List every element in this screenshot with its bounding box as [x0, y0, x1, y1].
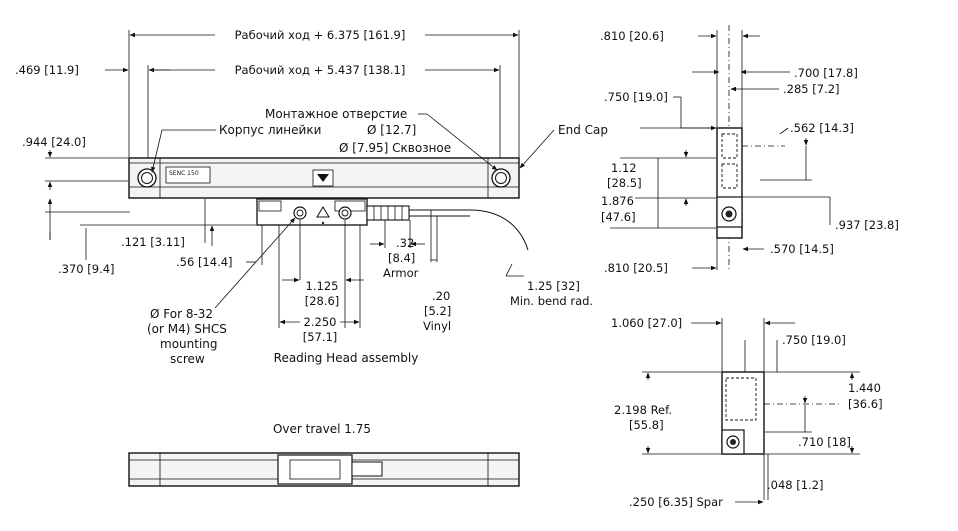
- d810-bot: .810 [20.5]: [604, 261, 668, 275]
- d1440: 1.440: [848, 381, 881, 395]
- dim-1125-mm: [28.6]: [305, 294, 340, 308]
- hole-dia-large: Ø [12.7]: [367, 123, 416, 137]
- d1060: 1.060 [27.0]: [611, 316, 682, 330]
- mount-hole-title: Монтажное отверстие: [265, 107, 407, 121]
- vinyl-mm: [5.2]: [424, 304, 451, 318]
- dim-121: .121 [3.11]: [121, 235, 185, 249]
- screw-note-1: Ø For 8-32: [150, 307, 213, 321]
- end-view-top: .810 [20.6] .700 [17.8] .750 [19.0] .285…: [600, 25, 899, 275]
- bend-label: Min. bend rad.: [510, 294, 593, 308]
- top-view: Рабочий ход + 6.375 [161.9] Рабочий ход …: [15, 28, 608, 366]
- armor-dim: .32: [396, 236, 414, 250]
- d2198-mm: [55.8]: [629, 418, 664, 432]
- vinyl-label: Vinyl: [423, 319, 451, 333]
- armor-label: Armor: [383, 266, 419, 280]
- d1876-mm: [47.6]: [601, 210, 636, 224]
- d750-b: .750 [19.0]: [782, 333, 846, 347]
- screw-note-4: screw: [170, 352, 205, 366]
- hole-dia-small: Ø [7.95] Сквозное: [339, 141, 451, 155]
- height-944-dim: .944 [24.0]: [22, 135, 86, 149]
- scale-marking: SENC 150: [169, 170, 199, 177]
- d810-top: .810 [20.6]: [600, 29, 664, 43]
- d937: .937 [23.8]: [835, 218, 899, 232]
- d2198: 2.198 Ref.: [614, 403, 672, 417]
- d710: .710 [18]: [798, 435, 851, 449]
- dim-1125: 1.125: [306, 279, 339, 293]
- bend-dim: 1.25 [32]: [527, 279, 580, 293]
- d112-mm: [28.5]: [607, 176, 642, 190]
- scale-label-plate: [165, 166, 211, 184]
- dim-2250: 2.250: [304, 315, 337, 329]
- d250: .250 [6.35] Spar: [629, 495, 723, 509]
- d285: .285 [7.2]: [783, 82, 840, 96]
- mounting-hole-right: [491, 168, 511, 188]
- screw-note-2: (or M4) SHCS: [147, 322, 227, 336]
- reading-head-caption: Reading Head assembly: [274, 351, 419, 365]
- left-offset-dim: .469 [11.9]: [15, 63, 79, 77]
- dim-370: .370 [9.4]: [58, 262, 115, 276]
- scale-body-label: Корпус линейки: [219, 123, 321, 137]
- vinyl-dim: .20: [432, 289, 450, 303]
- d112: 1.12: [611, 161, 637, 175]
- dim-56: .56 [14.4]: [176, 255, 233, 269]
- dim-2250-mm: [57.1]: [303, 330, 338, 344]
- end-view-bottom: 1.060 [27.0] .750 [19.0] 2.198 Ref. [55.…: [611, 316, 883, 509]
- d1440-mm: [36.6]: [848, 397, 883, 411]
- over-travel-head: [277, 454, 353, 485]
- d1876: 1.876: [601, 194, 634, 208]
- end-cap-label: End Cap: [558, 123, 608, 137]
- mounting-hole-left: [137, 168, 157, 188]
- armor-mm: [8.4]: [388, 251, 415, 265]
- screw-note-3: mounting: [160, 337, 218, 351]
- over-travel-label: Over travel 1.75: [273, 422, 371, 436]
- d048: .048 [1.2]: [767, 478, 824, 492]
- d700: .700 [17.8]: [794, 66, 858, 80]
- over-travel-view: Over travel 1.75: [128, 422, 520, 487]
- d570: .570 [14.5]: [770, 242, 834, 256]
- travel-inner-dim: Рабочий ход + 5.437 [138.1]: [235, 63, 406, 77]
- reading-head: [256, 198, 529, 251]
- d750: .750 [19.0]: [604, 90, 668, 104]
- travel-total-dim: Рабочий ход + 6.375 [161.9]: [235, 28, 406, 42]
- d562: .562 [14.3]: [790, 121, 854, 135]
